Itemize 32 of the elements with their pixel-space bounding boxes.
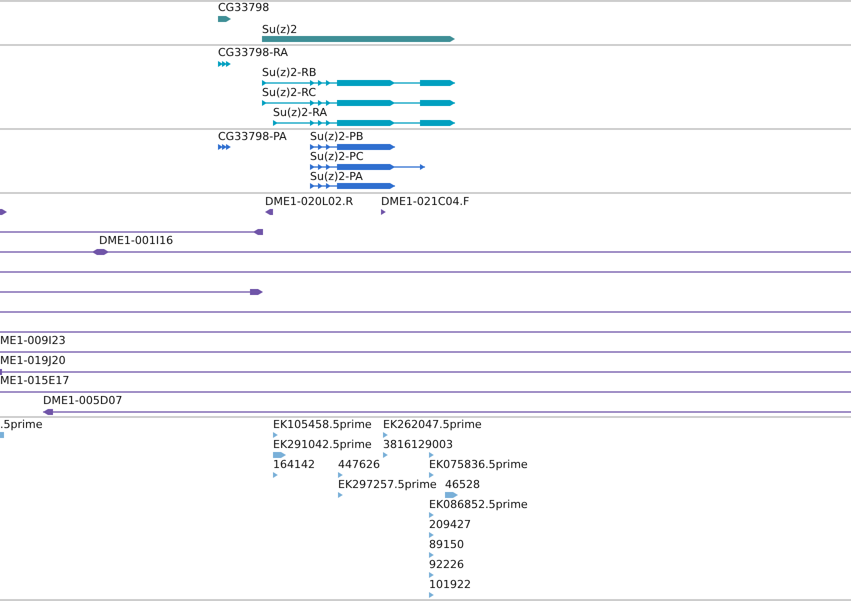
feature-name: Su(z)2-RC xyxy=(262,86,316,99)
feature-name: 164142 xyxy=(273,458,315,471)
feature-name: Su(z)2-PA xyxy=(310,170,363,183)
feature-name: DME1-020L02.R xyxy=(265,195,354,208)
feature-name: DME1-021C04.F xyxy=(381,195,470,208)
feature-name: 3816129003 xyxy=(383,438,453,451)
feature-name: 447626 xyxy=(338,458,380,471)
feature-name: DME1-001I16 xyxy=(99,234,174,247)
feature-name: ME1-015E17 xyxy=(0,374,70,387)
feature-name: Su(z)2-RA xyxy=(273,106,328,119)
feature-name: EK262047.5prime xyxy=(383,418,482,431)
feature-name: Su(z)2-PC xyxy=(310,150,364,163)
feature-name: 46528 xyxy=(445,478,480,491)
feature-name: CG33798 xyxy=(218,1,270,14)
feature-name: Su(z)2-PB xyxy=(310,130,364,143)
feature-name: 89150 xyxy=(429,538,464,551)
feature-name: EK086852.5prime xyxy=(429,498,528,511)
feature-name: CG33798-RA xyxy=(218,46,288,59)
feature-name: CG33798-PA xyxy=(218,130,287,143)
feature-name: 92226 xyxy=(429,558,464,571)
feature-name: Su(z)2-RB xyxy=(262,66,316,79)
feature-name: DME1-005D07 xyxy=(43,394,122,407)
feature-name: 209427 xyxy=(429,518,471,531)
feature-name: ME1-019J20 xyxy=(0,354,66,367)
feature-name: EK075836.5prime xyxy=(429,458,528,471)
feature-name: Su(z)2 xyxy=(262,23,298,36)
feature-name: .5prime xyxy=(0,418,43,431)
feature-name: EK105458.5prime xyxy=(273,418,372,431)
feature-name: 101922 xyxy=(429,578,471,591)
feature-name: EK291042.5prime xyxy=(273,438,372,451)
feature-name: ME1-009I23 xyxy=(0,334,66,347)
feature-name: EK297257.5prime xyxy=(338,478,437,491)
